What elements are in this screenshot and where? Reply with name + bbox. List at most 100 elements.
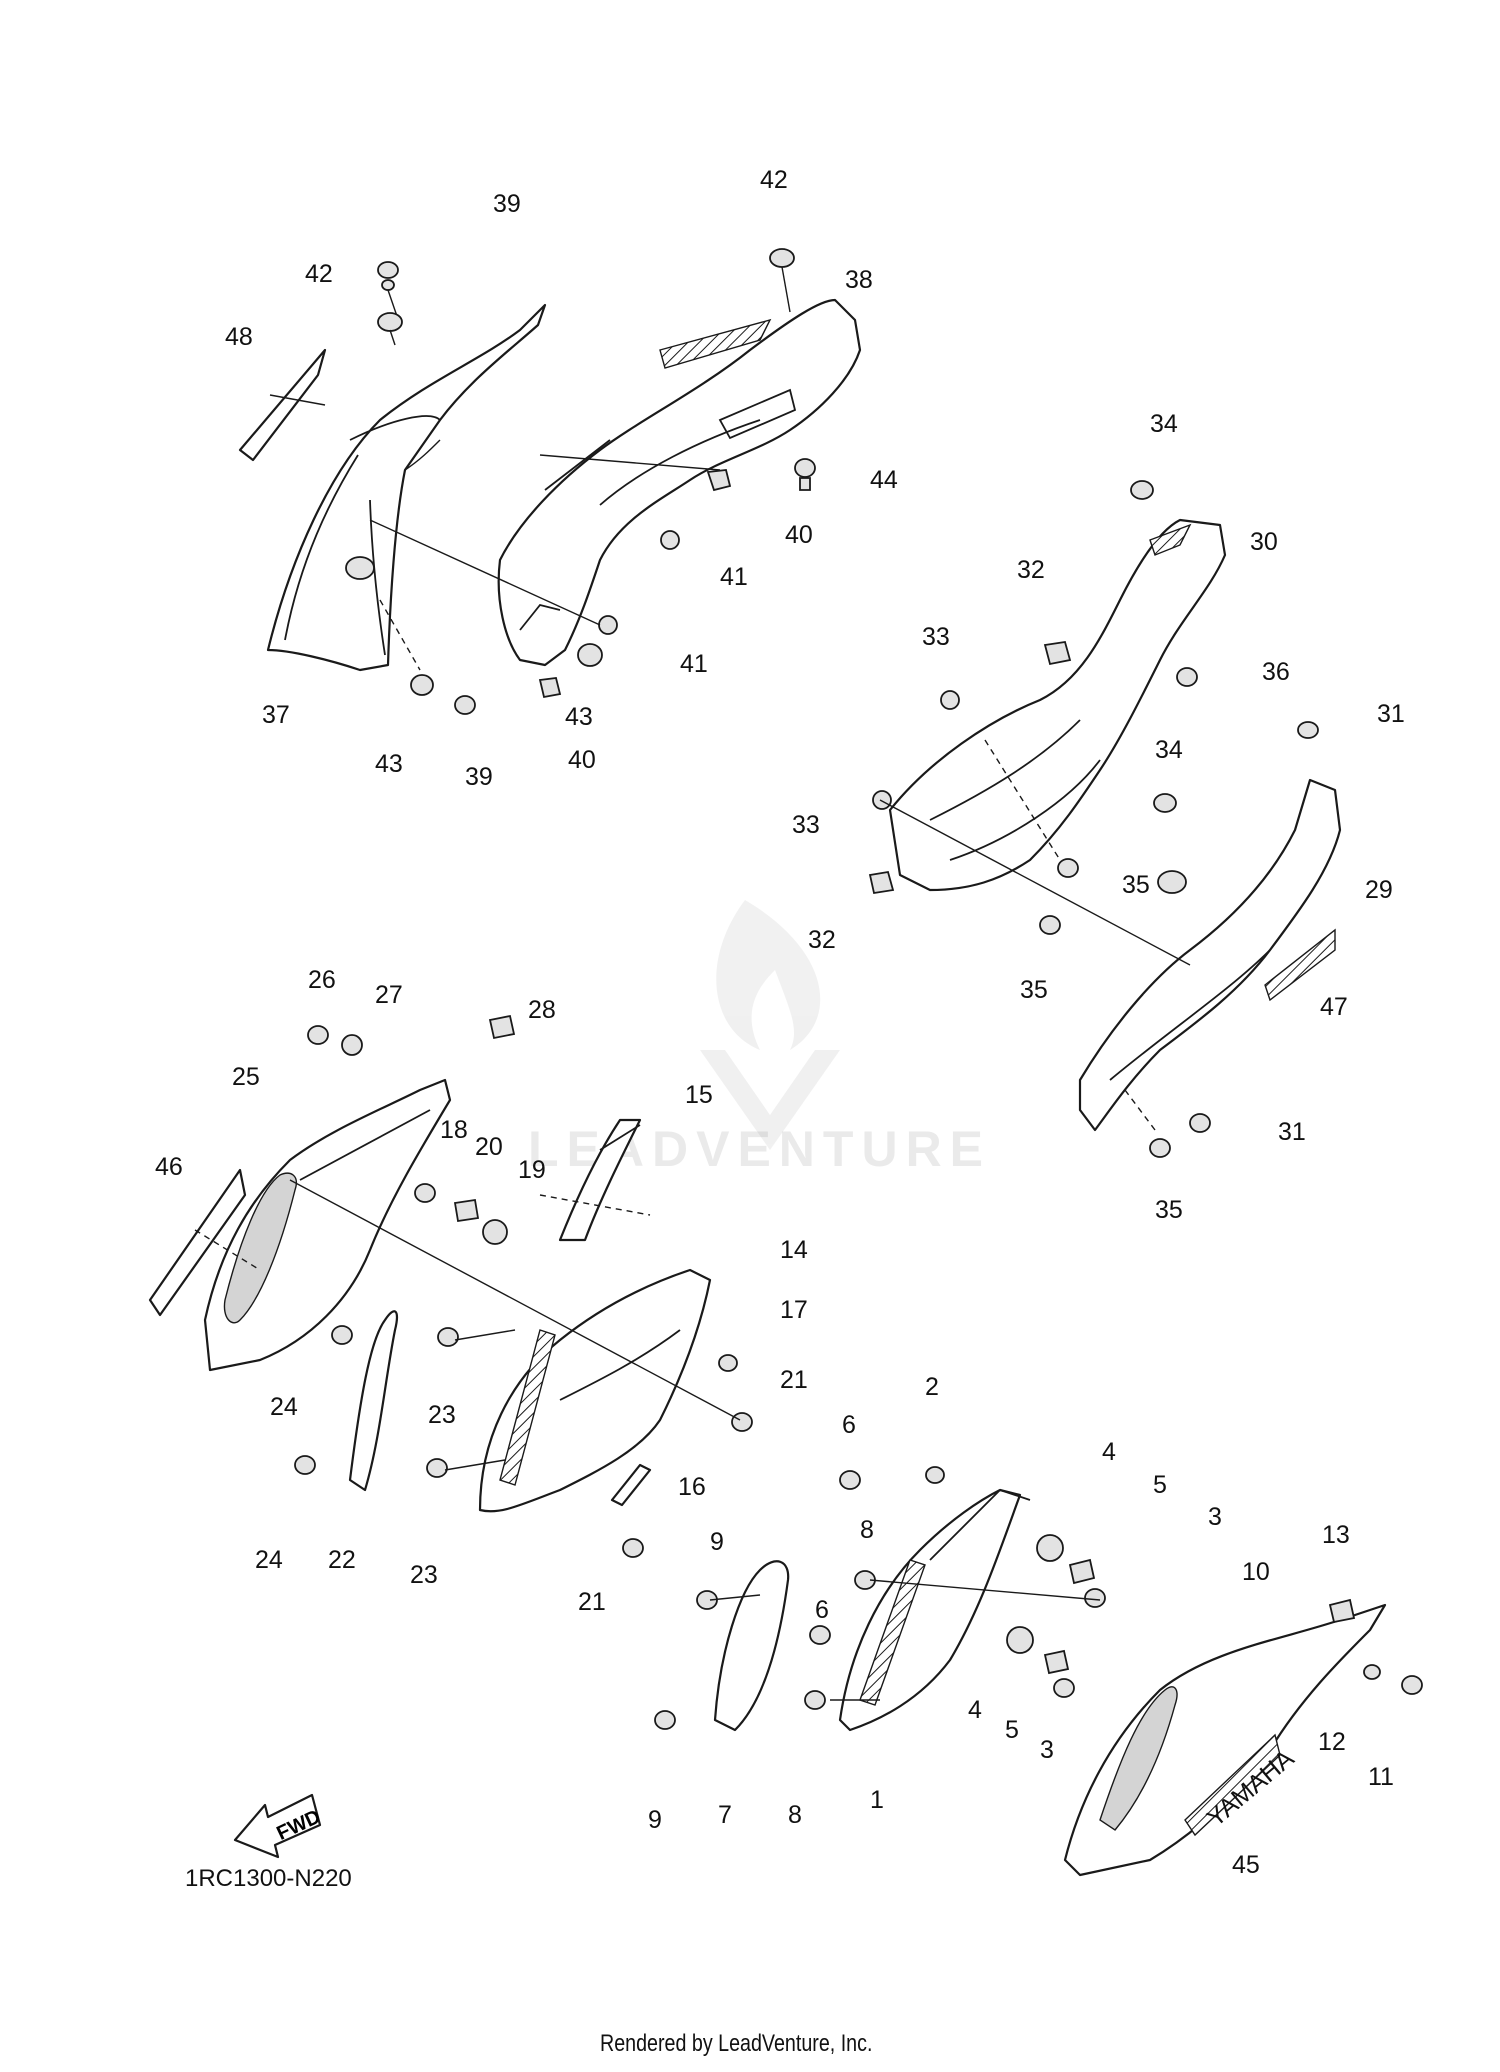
bolt-18 (414, 1183, 436, 1203)
washer-33-top (940, 690, 960, 710)
callout-40-a: 40 (785, 521, 813, 549)
callout-28: 28 (528, 996, 556, 1024)
callout-15: 15 (685, 1081, 713, 1109)
callout-3-b: 3 (1040, 1736, 1054, 1764)
callout-21-a: 21 (780, 1366, 808, 1394)
bolt-3-bottom (1053, 1678, 1075, 1698)
callout-6-a: 6 (842, 1411, 856, 1439)
screw-39-top (377, 261, 399, 279)
callout-19: 19 (518, 1156, 546, 1184)
screw-9-bottom (654, 1710, 676, 1730)
bolt-35-a (1057, 858, 1079, 878)
bolt-31-top (1297, 721, 1319, 739)
callout-46: 46 (155, 1153, 183, 1181)
nut-40-top (706, 469, 732, 492)
rivet-34-top (1130, 480, 1154, 500)
callout-35-a: 35 (1122, 871, 1150, 899)
part-7-plate (713, 1560, 790, 1732)
nut-32-bottom (868, 870, 895, 895)
callout-44: 44 (870, 466, 898, 494)
callout-5-b: 5 (1005, 1716, 1019, 1744)
callout-25: 25 (232, 1063, 260, 1091)
callout-40-b: 40 (568, 746, 596, 774)
nut-32-top (1043, 640, 1072, 666)
callout-5-a: 5 (1153, 1471, 1167, 1499)
callout-6-b: 6 (815, 1596, 829, 1624)
bolt-2 (925, 1466, 945, 1484)
callout-23-a: 23 (428, 1401, 456, 1429)
callout-37: 37 (262, 701, 290, 729)
collar-5-bottom (1043, 1649, 1070, 1675)
callout-41-a: 41 (720, 563, 748, 591)
callout-13: 13 (1322, 1521, 1350, 1549)
washer-12 (1363, 1664, 1381, 1680)
callout-26: 26 (308, 966, 336, 994)
callout-32-b: 32 (808, 926, 836, 954)
bolt-21-bottom (622, 1538, 644, 1558)
bolt-31-bottom (1189, 1113, 1211, 1133)
callout-33-a: 33 (922, 623, 950, 651)
callout-12: 12 (1318, 1728, 1346, 1756)
part-30-inner-panel (888, 518, 1227, 892)
bolt-21-top (731, 1412, 753, 1432)
part-48-decal (238, 348, 327, 462)
callout-38: 38 (845, 266, 873, 294)
callout-7: 7 (718, 1801, 732, 1829)
callout-17: 17 (780, 1296, 808, 1324)
callout-20: 20 (475, 1133, 503, 1161)
callout-27: 27 (375, 981, 403, 1009)
bolt-17 (718, 1354, 738, 1372)
screw-24-top (331, 1325, 353, 1345)
washer-41-b (598, 615, 618, 635)
washer-27 (341, 1034, 363, 1056)
grommet-23-bottom (426, 1458, 448, 1478)
rivet-42-right (769, 248, 795, 268)
callout-9-b: 9 (648, 1806, 662, 1834)
nut-13 (1328, 1598, 1356, 1624)
part-38-inner-cover (497, 298, 862, 667)
part-15-bracket (558, 1118, 642, 1242)
callout-36: 36 (1262, 658, 1290, 686)
rivet-34-bottom (1153, 793, 1177, 813)
callout-11: 11 (1368, 1763, 1394, 1791)
hardware-top-left (369, 248, 816, 715)
washer-41-a (660, 530, 680, 550)
callout-4-a: 4 (1102, 1438, 1116, 1466)
callout-16: 16 (678, 1473, 706, 1501)
callout-24-b: 24 (255, 1546, 283, 1574)
callout-42-a: 42 (305, 260, 333, 288)
callout-43-b: 43 (375, 750, 403, 778)
callout-32-a: 32 (1017, 556, 1045, 584)
callout-24-a: 24 (270, 1393, 298, 1421)
callout-3-a: 3 (1208, 1503, 1222, 1531)
callout-41-b: 41 (680, 650, 708, 678)
callout-35-b: 35 (1020, 976, 1048, 1004)
screw-39-bottom (454, 695, 476, 715)
washer-33-bottom (872, 790, 892, 810)
part-16-clip (610, 1463, 652, 1507)
bolt-35-c (1149, 1138, 1171, 1158)
grommet-4-top (1036, 1534, 1064, 1562)
bolt-6-top (839, 1470, 861, 1490)
callout-8-a: 8 (860, 1516, 874, 1544)
hardware-middle-left (289, 1014, 753, 1558)
collar-20 (453, 1198, 480, 1223)
callout-35-c: 35 (1155, 1196, 1183, 1224)
bolt-26 (307, 1025, 329, 1045)
diagram-code: 1RC1300-N220 (185, 1865, 352, 1892)
bolt-44 (794, 458, 816, 478)
callout-2: 2 (925, 1373, 939, 1401)
callout-31-b: 31 (1278, 1118, 1306, 1146)
callout-31-a: 31 (1377, 700, 1405, 728)
bolt-43-mid (577, 643, 603, 667)
callout-10: 10 (1242, 1558, 1270, 1586)
callout-8-b: 8 (788, 1801, 802, 1829)
callout-39-a: 39 (493, 190, 521, 218)
callout-labels: 39 42 42 38 48 44 40 41 41 43 37 43 39 4… (155, 166, 1405, 1879)
hardware-right (868, 480, 1319, 1158)
nut-40-bottom (538, 677, 562, 699)
part-22-plate (348, 1310, 399, 1492)
callout-34-a: 34 (1150, 410, 1178, 438)
nut-28 (488, 1014, 516, 1040)
